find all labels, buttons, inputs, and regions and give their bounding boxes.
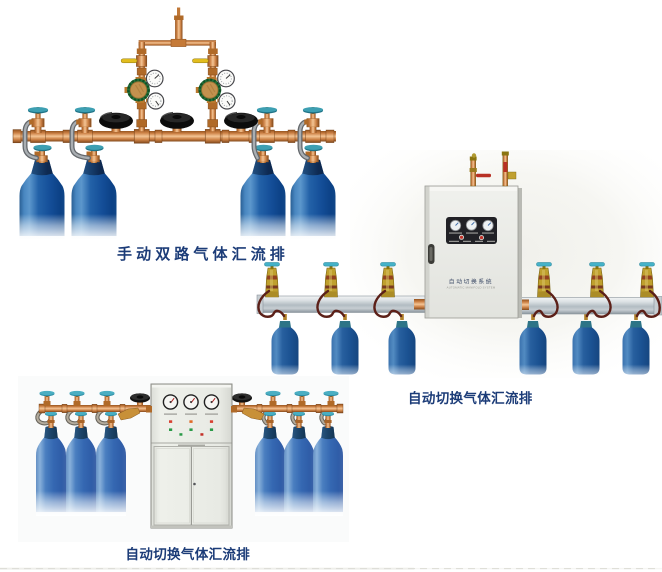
svg-text:AUTOMATIC MANIFOLD SYSTEM: AUTOMATIC MANIFOLD SYSTEM — [447, 286, 496, 290]
svg-text:手动双路气体汇流排: 手动双路气体汇流排 — [117, 245, 289, 263]
svg-text:自动切换气体汇流排: 自动切换气体汇流排 — [408, 390, 533, 406]
svg-text:自动切换系统: 自动切换系统 — [449, 278, 493, 286]
svg-text:自动切换气体汇流排: 自动切换气体汇流排 — [126, 546, 251, 562]
